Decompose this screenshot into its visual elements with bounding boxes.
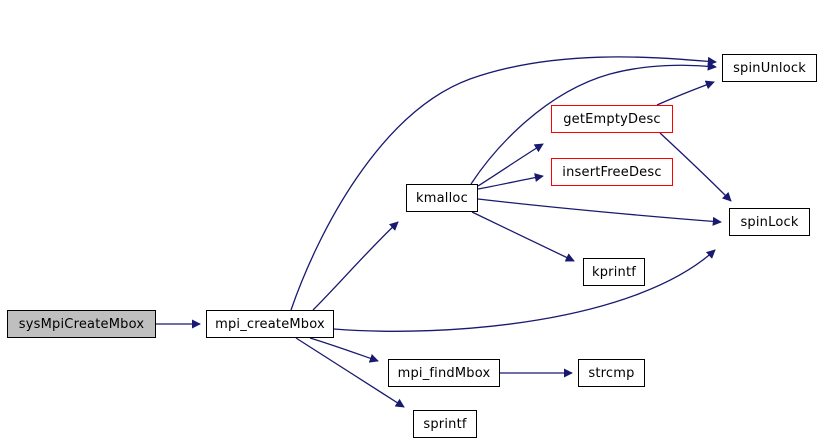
node-insertFreeDesc[interactable]: insertFreeDesc — [551, 158, 673, 186]
edge-kmalloc-kprintf — [471, 211, 575, 262]
node-label: spinLock — [740, 214, 799, 230]
node-label: strcmp — [588, 365, 635, 381]
node-sysMpiCreateMbox[interactable]: sysMpiCreateMbox — [7, 310, 156, 338]
node-spinLock[interactable]: spinLock — [729, 208, 810, 236]
node-getEmptyDesc[interactable]: getEmptyDesc — [551, 105, 673, 133]
node-mpi_findMbox[interactable]: mpi_findMbox — [388, 359, 500, 387]
node-label: kmalloc — [416, 190, 468, 206]
edge-mpi_createMbox-spinLock — [333, 249, 716, 332]
node-spinUnlock[interactable]: spinUnlock — [722, 54, 817, 82]
node-label: sprintf — [423, 416, 467, 432]
edge-mpi_createMbox-mpi_findMbox — [309, 337, 379, 363]
node-label: spinUnlock — [733, 60, 806, 76]
node-label: kprintf — [591, 264, 637, 280]
node-label: sysMpiCreateMbox — [18, 316, 145, 332]
node-label: getEmptyDesc — [563, 111, 661, 127]
node-mpi_createMbox[interactable]: mpi_createMbox — [206, 310, 334, 338]
edge-kmalloc-spinLock — [477, 198, 722, 226]
edge-kmalloc-getEmptyDesc — [477, 143, 544, 187]
node-strcmp[interactable]: strcmp — [578, 359, 645, 387]
edge-getEmptyDesc-spinUnlock — [656, 80, 715, 106]
node-sprintf[interactable]: sprintf — [413, 410, 477, 438]
node-label: mpi_createMbox — [215, 316, 325, 332]
edge-kmalloc-insertFreeDesc — [477, 173, 544, 190]
edge-mpi_createMbox-kmalloc — [312, 221, 399, 311]
node-label: insertFreeDesc — [562, 164, 662, 180]
node-label: mpi_findMbox — [397, 365, 491, 381]
edge-mpi_createMbox-spinUnlock — [290, 56, 717, 311]
edge-mpi_createMbox-sprintf — [295, 337, 405, 408]
node-kmalloc[interactable]: kmalloc — [406, 184, 478, 212]
node-kprintf[interactable]: kprintf — [583, 258, 645, 286]
edge-getEmptyDesc-spinLock — [659, 132, 732, 202]
edge-kmalloc-spinUnlock — [470, 61, 717, 185]
